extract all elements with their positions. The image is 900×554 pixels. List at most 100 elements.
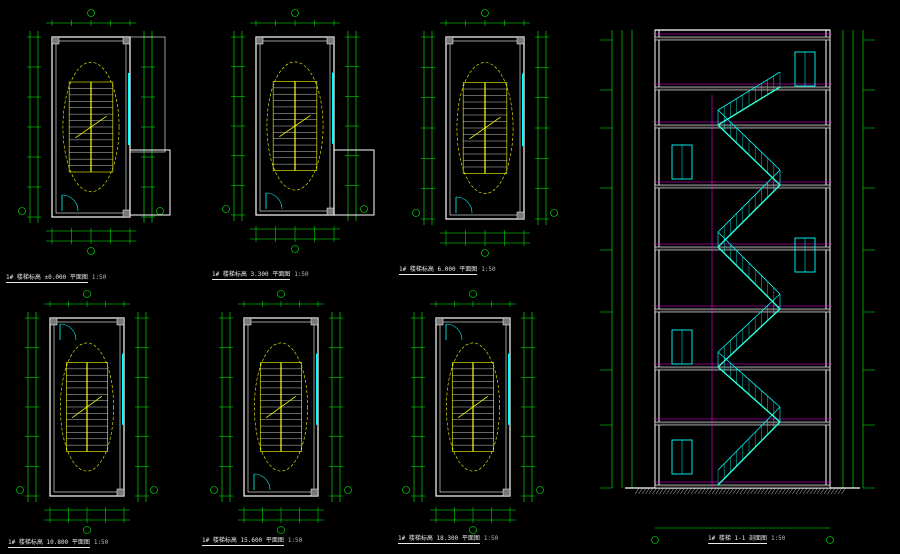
- grid-bubble: [826, 536, 834, 544]
- landing-outline: [446, 342, 500, 472]
- column: [502, 317, 511, 326]
- ground-hatch: [666, 487, 671, 495]
- floor-slab: [654, 36, 831, 41]
- ground-hatch: [820, 487, 825, 495]
- grid-bubble: [277, 526, 285, 534]
- floor-slab: [654, 308, 831, 313]
- ground-hatch: [823, 487, 829, 495]
- floor-slab: [654, 86, 831, 91]
- ground-hatch: [704, 487, 710, 495]
- column: [326, 36, 335, 45]
- grid-bubble: [481, 9, 489, 17]
- grid-bubble: [412, 209, 420, 217]
- floor-slab: [654, 184, 831, 189]
- grid-bubble: [150, 486, 158, 494]
- ground-hatch: [652, 487, 657, 495]
- ground-hatch: [781, 487, 787, 495]
- ground-hatch: [645, 487, 650, 495]
- tread-line: [717, 86, 781, 126]
- ground-hatch: [767, 487, 773, 495]
- ground-hatch: [669, 487, 675, 495]
- ground-hatch: [725, 487, 731, 495]
- grid-bubble: [360, 205, 368, 213]
- grid-bubble: [481, 249, 489, 257]
- door-swing: [445, 323, 463, 341]
- stair-plan-level-3300: [222, 9, 375, 253]
- ground-hatch: [827, 487, 832, 495]
- ground-hatch: [701, 487, 706, 495]
- ground-hatch: [683, 487, 689, 495]
- floor-slab: [654, 484, 831, 489]
- column: [435, 317, 444, 326]
- stair-plan-level-18300: [402, 290, 544, 534]
- door-swing: [265, 192, 283, 210]
- adjacent-room: [129, 149, 171, 216]
- adjacent-room: [129, 36, 166, 153]
- column: [51, 36, 60, 45]
- break-line: [469, 116, 501, 140]
- ground-hatch: [778, 487, 783, 495]
- door-swing: [455, 196, 473, 214]
- ground-hatch: [641, 487, 647, 495]
- tread-line: [717, 246, 781, 310]
- stair-plan-level-0: [18, 9, 171, 255]
- grid-bubble: [210, 486, 218, 494]
- ground-hatch: [711, 487, 717, 495]
- grid-bubble: [651, 536, 659, 544]
- stair-plan-level-6000: [412, 9, 558, 257]
- grid-bubble: [16, 486, 24, 494]
- wall-inner: [55, 40, 127, 214]
- ground-hatch: [746, 487, 752, 495]
- ground-hatch: [743, 487, 748, 495]
- column: [116, 488, 125, 497]
- grid-bubble: [550, 209, 558, 217]
- ground-hatch: [732, 487, 738, 495]
- ground-hatch: [718, 487, 724, 495]
- ground-hatch: [736, 487, 741, 495]
- ground-hatch: [764, 487, 769, 495]
- ground-hatch: [760, 487, 766, 495]
- landing-outline: [254, 342, 308, 472]
- ground-hatch: [739, 487, 745, 495]
- ground-hatch: [694, 487, 699, 495]
- ground-hatch: [816, 487, 822, 495]
- tread-line: [717, 184, 781, 248]
- column: [310, 317, 319, 326]
- ground-hatch: [655, 487, 661, 495]
- ground-hatch: [788, 487, 794, 495]
- column: [122, 209, 131, 218]
- ground-hatch: [806, 487, 811, 495]
- landing-outline: [60, 342, 114, 472]
- ground-hatch: [750, 487, 755, 495]
- grid-bubble: [469, 526, 477, 534]
- stair-section-1-1: [600, 29, 875, 544]
- grid-bubble: [277, 290, 285, 298]
- ground-hatch: [795, 487, 801, 495]
- ground-hatch: [662, 487, 668, 495]
- tread-line: [717, 366, 781, 423]
- ground-hatch: [673, 487, 678, 495]
- ground-hatch: [715, 487, 720, 495]
- ground-hatch: [809, 487, 815, 495]
- ground-hatch: [676, 487, 682, 495]
- ground-hatch: [771, 487, 776, 495]
- ground-hatch: [687, 487, 692, 495]
- ground-hatch: [680, 487, 685, 495]
- door-swing: [61, 194, 79, 212]
- break-line: [71, 395, 103, 419]
- grid-bubble: [469, 290, 477, 298]
- ground-hatch: [648, 487, 654, 495]
- break-line: [75, 115, 107, 139]
- tread-line: [717, 421, 781, 486]
- column: [255, 36, 264, 45]
- section-wall: [654, 29, 660, 489]
- ground-hatch: [792, 487, 797, 495]
- wall-inner: [259, 40, 331, 212]
- grid-bubble: [87, 9, 95, 17]
- grid-bubble: [18, 207, 26, 215]
- grid-bubble: [156, 207, 164, 215]
- grid-bubble: [291, 9, 299, 17]
